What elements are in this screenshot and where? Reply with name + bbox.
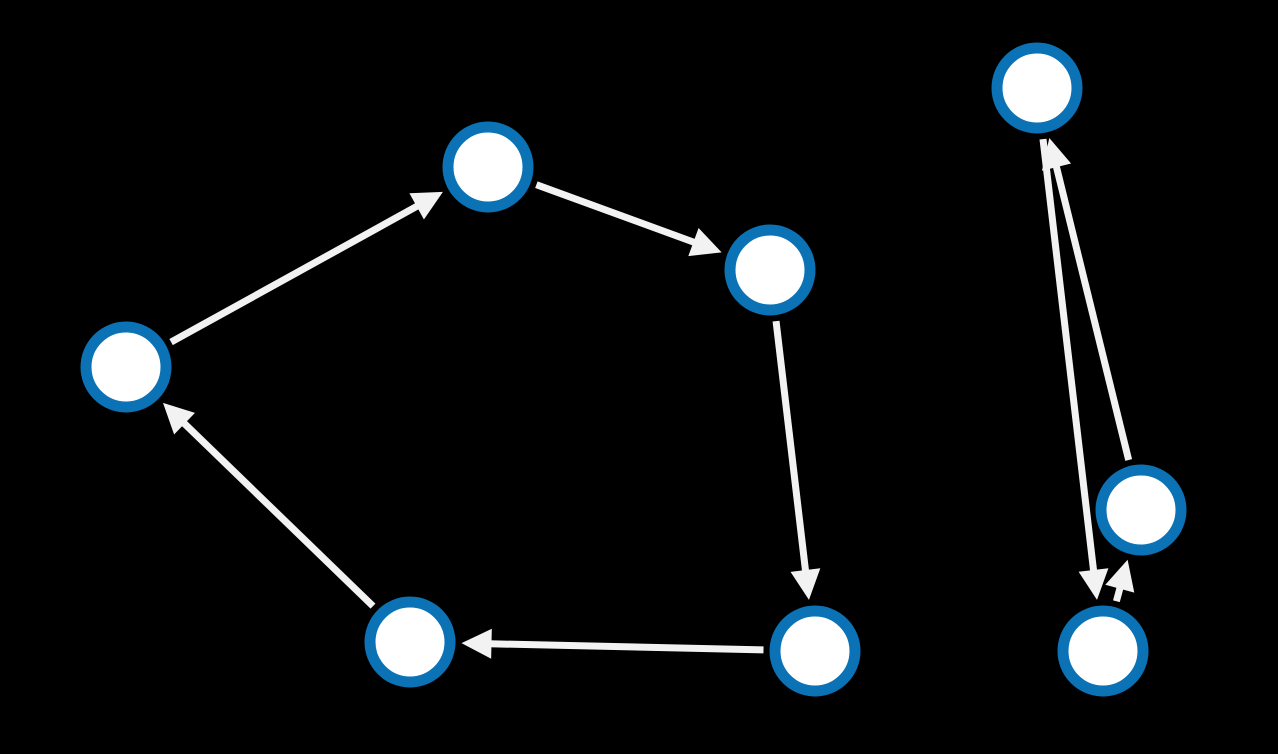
arrowhead-icon-n6-to-n5	[1105, 559, 1135, 593]
graph-edge-n1-to-n2	[169, 202, 421, 346]
arrowhead-icon-n3-to-n7	[790, 568, 821, 600]
graph-node-n7[interactable]	[769, 605, 861, 697]
node-circle-n7[interactable]	[769, 605, 861, 697]
graph-node-n2[interactable]	[442, 121, 534, 213]
arrowhead-icon-n5-to-n4	[1041, 138, 1072, 171]
node-circle-n2[interactable]	[442, 121, 534, 213]
graph-edge-n6-to-n5	[1113, 585, 1124, 603]
graph-node-n3[interactable]	[724, 224, 816, 316]
graph-edge-n2-to-n3	[535, 181, 697, 247]
arrowhead-icon-n7-to-n8	[461, 628, 492, 659]
arrowhead-icon-n1-to-n2	[409, 191, 443, 220]
graph-node-n4[interactable]	[991, 42, 1083, 134]
graph-edge-n3-to-n7	[772, 320, 810, 573]
node-circle-n6[interactable]	[1057, 605, 1149, 697]
graph-edge-n5-to-n4	[1052, 164, 1133, 461]
node-circle-n5[interactable]	[1095, 464, 1187, 556]
graph-node-n1[interactable]	[80, 321, 172, 413]
edges-layer	[163, 138, 1135, 659]
graph-node-n8[interactable]	[364, 596, 456, 688]
graph-node-n5[interactable]	[1095, 464, 1187, 556]
arrowhead-icon-n8-to-n1	[163, 402, 195, 435]
graph-node-n6[interactable]	[1057, 605, 1149, 697]
graph-edge-n4-to-n6	[1039, 138, 1098, 573]
arrowhead-icon-n4-to-n6	[1078, 568, 1109, 600]
node-circle-n1[interactable]	[80, 321, 172, 413]
node-circle-n3[interactable]	[724, 224, 816, 316]
graph-edge-n8-to-n1	[180, 419, 376, 609]
node-circle-n4[interactable]	[991, 42, 1083, 134]
nodes-layer	[80, 42, 1187, 697]
arrowhead-icon-n2-to-n3	[688, 227, 722, 257]
graph-edge-n7-to-n8	[489, 640, 764, 654]
node-circle-n8[interactable]	[364, 596, 456, 688]
